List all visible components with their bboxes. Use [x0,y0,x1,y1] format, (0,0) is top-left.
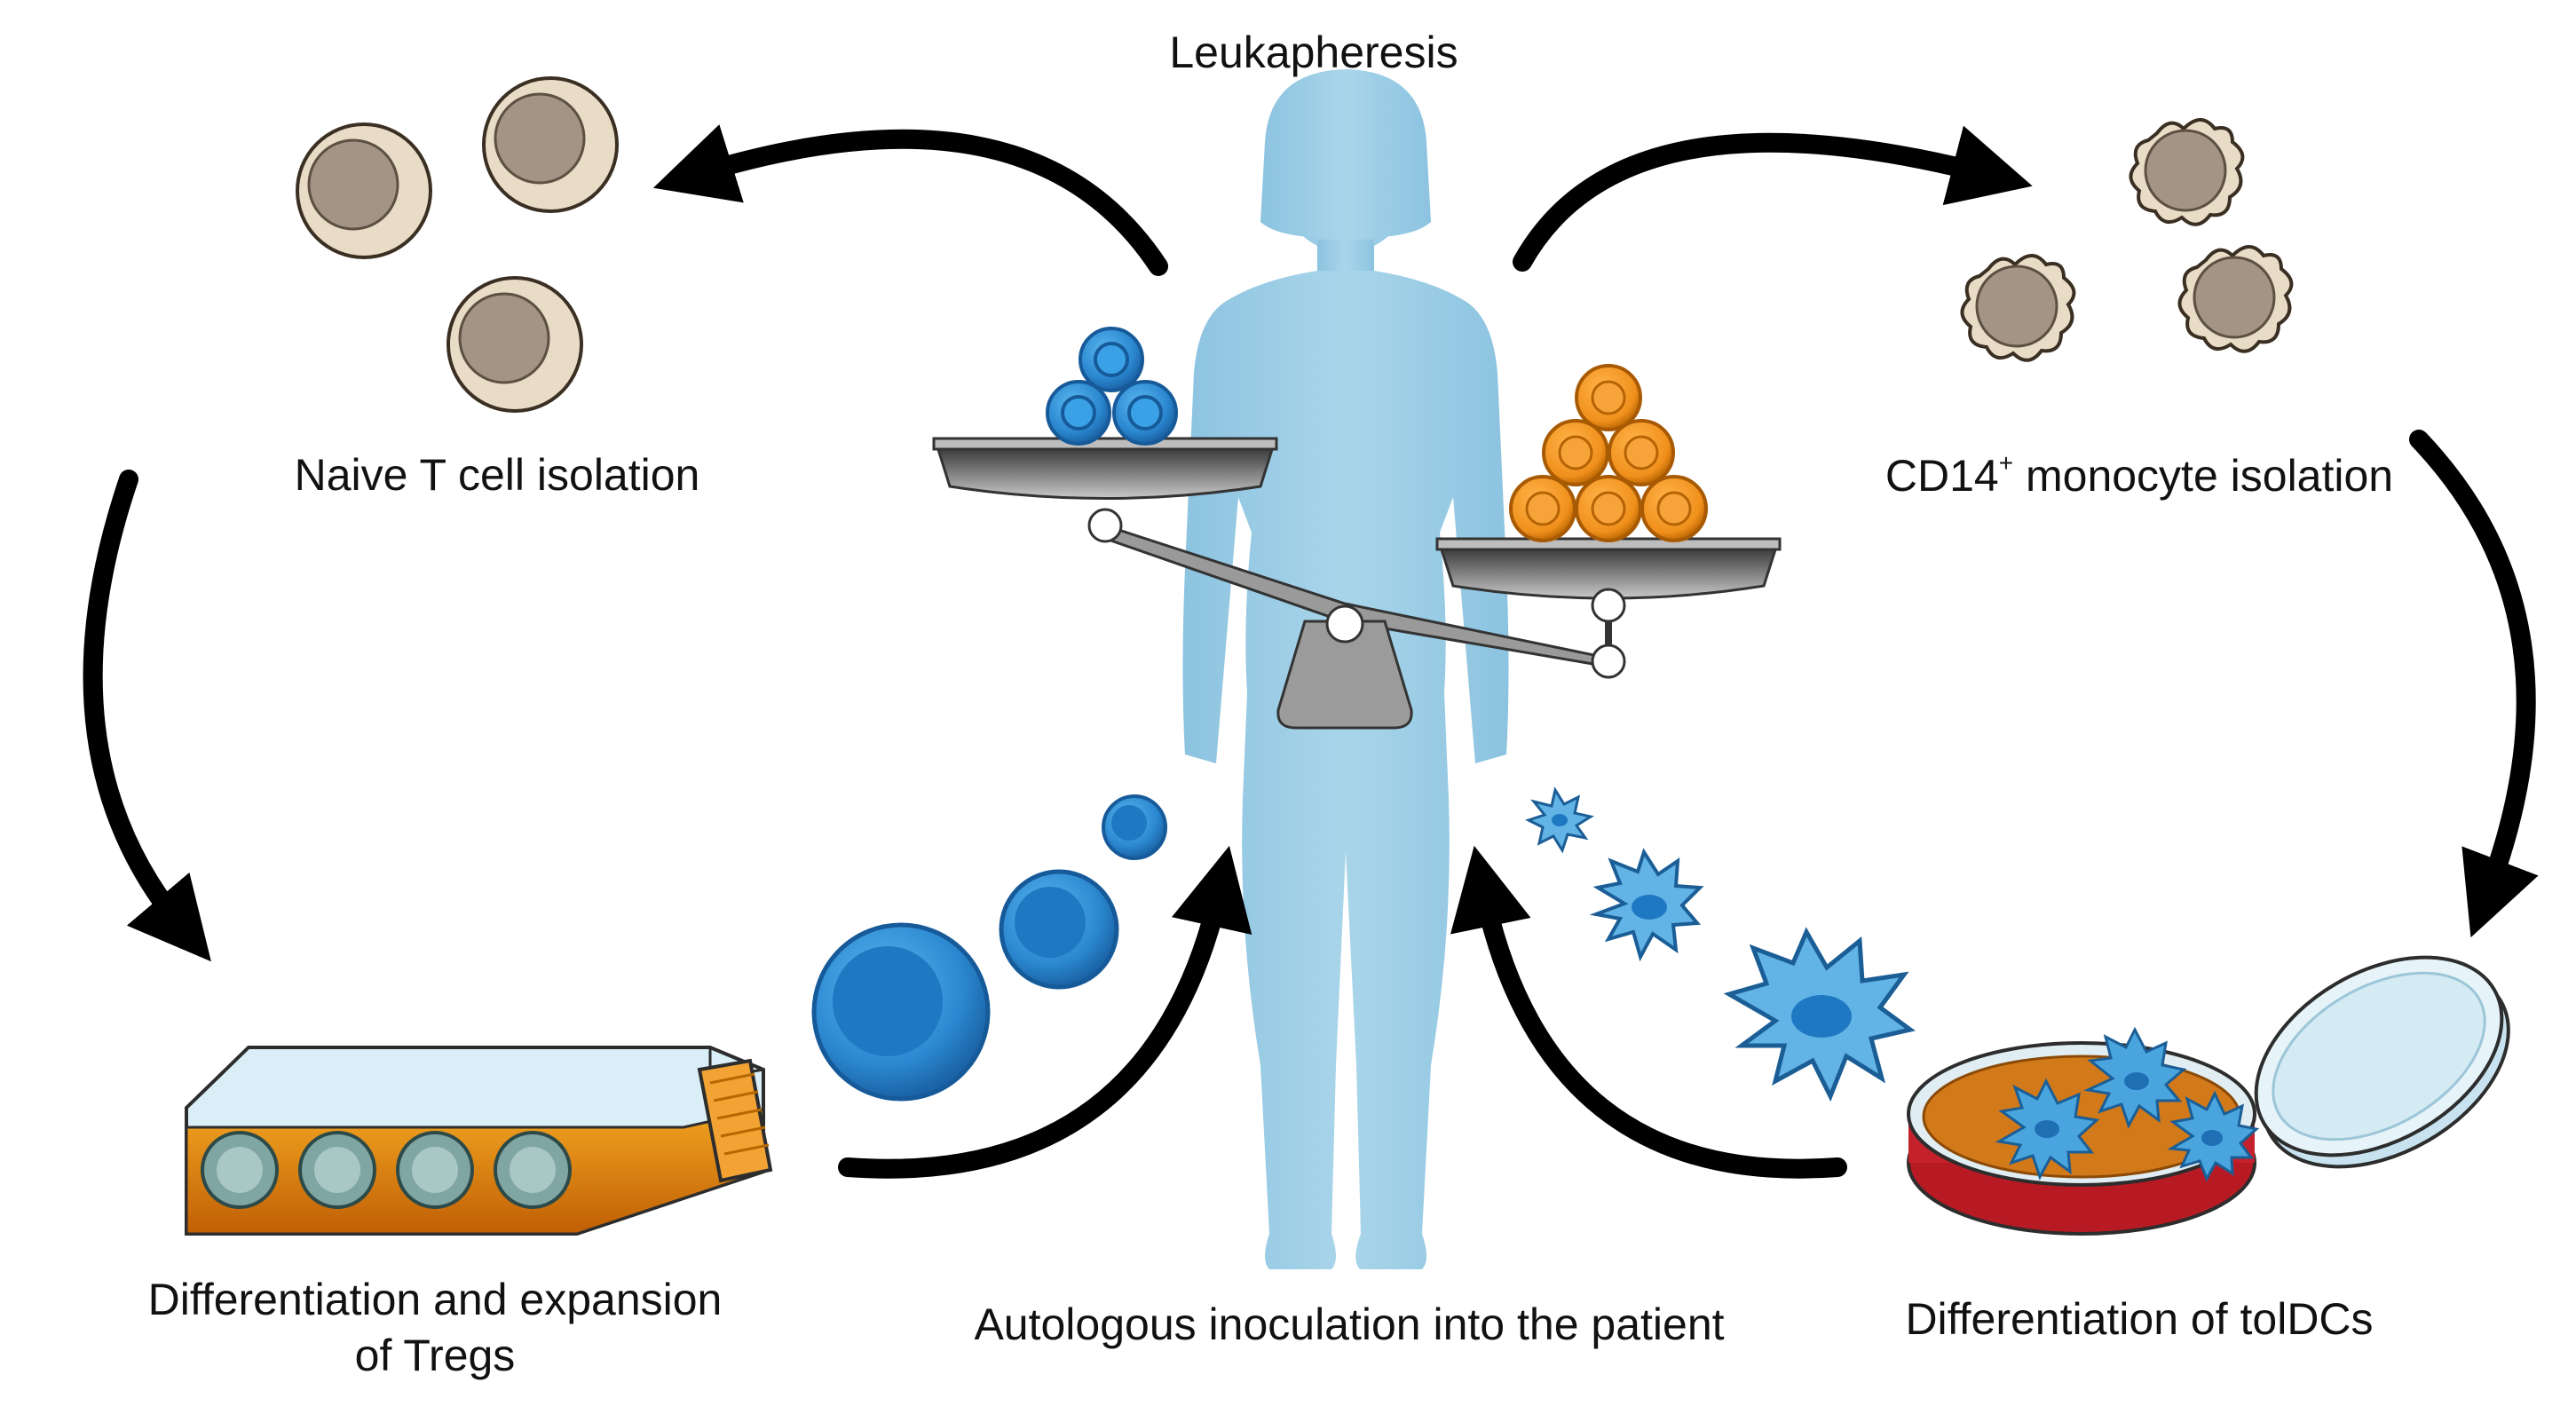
arrow-toldcs-to-patient [1450,845,1847,1179]
label-cd14-suffix: monocyte isolation [2013,451,2394,501]
blue-treg-stack [1046,327,1178,446]
arrow-tregs-to-patient [838,845,1252,1179]
monocyte [2129,118,2245,226]
balance-scale-icon [932,437,1782,730]
process-arrows [83,124,2539,1179]
petri-dish-icon [1907,955,2510,1236]
label-treg-line1: Differentiation and expansion [147,1275,723,1324]
monocyte [1960,254,2076,362]
arrow-to-flask [83,470,211,962]
label-treg-differentiation: Differentiation and expansion of Tregs [98,1272,772,1383]
orange-cell-stack [1509,364,1708,542]
naive-t-cell [482,76,619,213]
treg-cells-in-flask [201,1131,572,1209]
naive-t-cells [296,76,619,413]
culture-flask-icon [185,1046,773,1236]
patient-silhouette [1182,69,1509,1269]
label-naive-t-cell-isolation: Naive T cell isolation [294,450,700,500]
label-treg-line2: of Tregs [354,1330,516,1380]
label-cd14-monocyte-isolation: CD14+ monocyte isolation [1829,447,2450,504]
monocyte [2177,245,2294,353]
naive-t-cell [446,276,583,413]
label-cd14-prefix: CD14 [1885,451,1999,501]
toldc-cells [1525,786,1916,1102]
label-leukapheresis: Leukapheresis [1169,28,1458,77]
dendritic-cell-large [1723,927,1916,1102]
dendritic-cell-small [1525,786,1594,854]
arrow-to-dish [2409,430,2539,938]
arrow-to-monocytes [1513,125,2033,272]
naive-t-cell [296,122,432,259]
dendritic-cell-medium [1589,848,1704,962]
expanded-tregs [811,794,1167,1102]
cd14-monocytes [1960,118,2294,362]
label-cd14-superscript: + [1998,449,2014,477]
label-autologous-inoculation: Autologous inoculation into the patient [974,1299,1725,1349]
arrow-to-naive-t [652,124,1168,276]
label-toldc-differentiation: Differentiation of tolDCs [1905,1294,2374,1344]
